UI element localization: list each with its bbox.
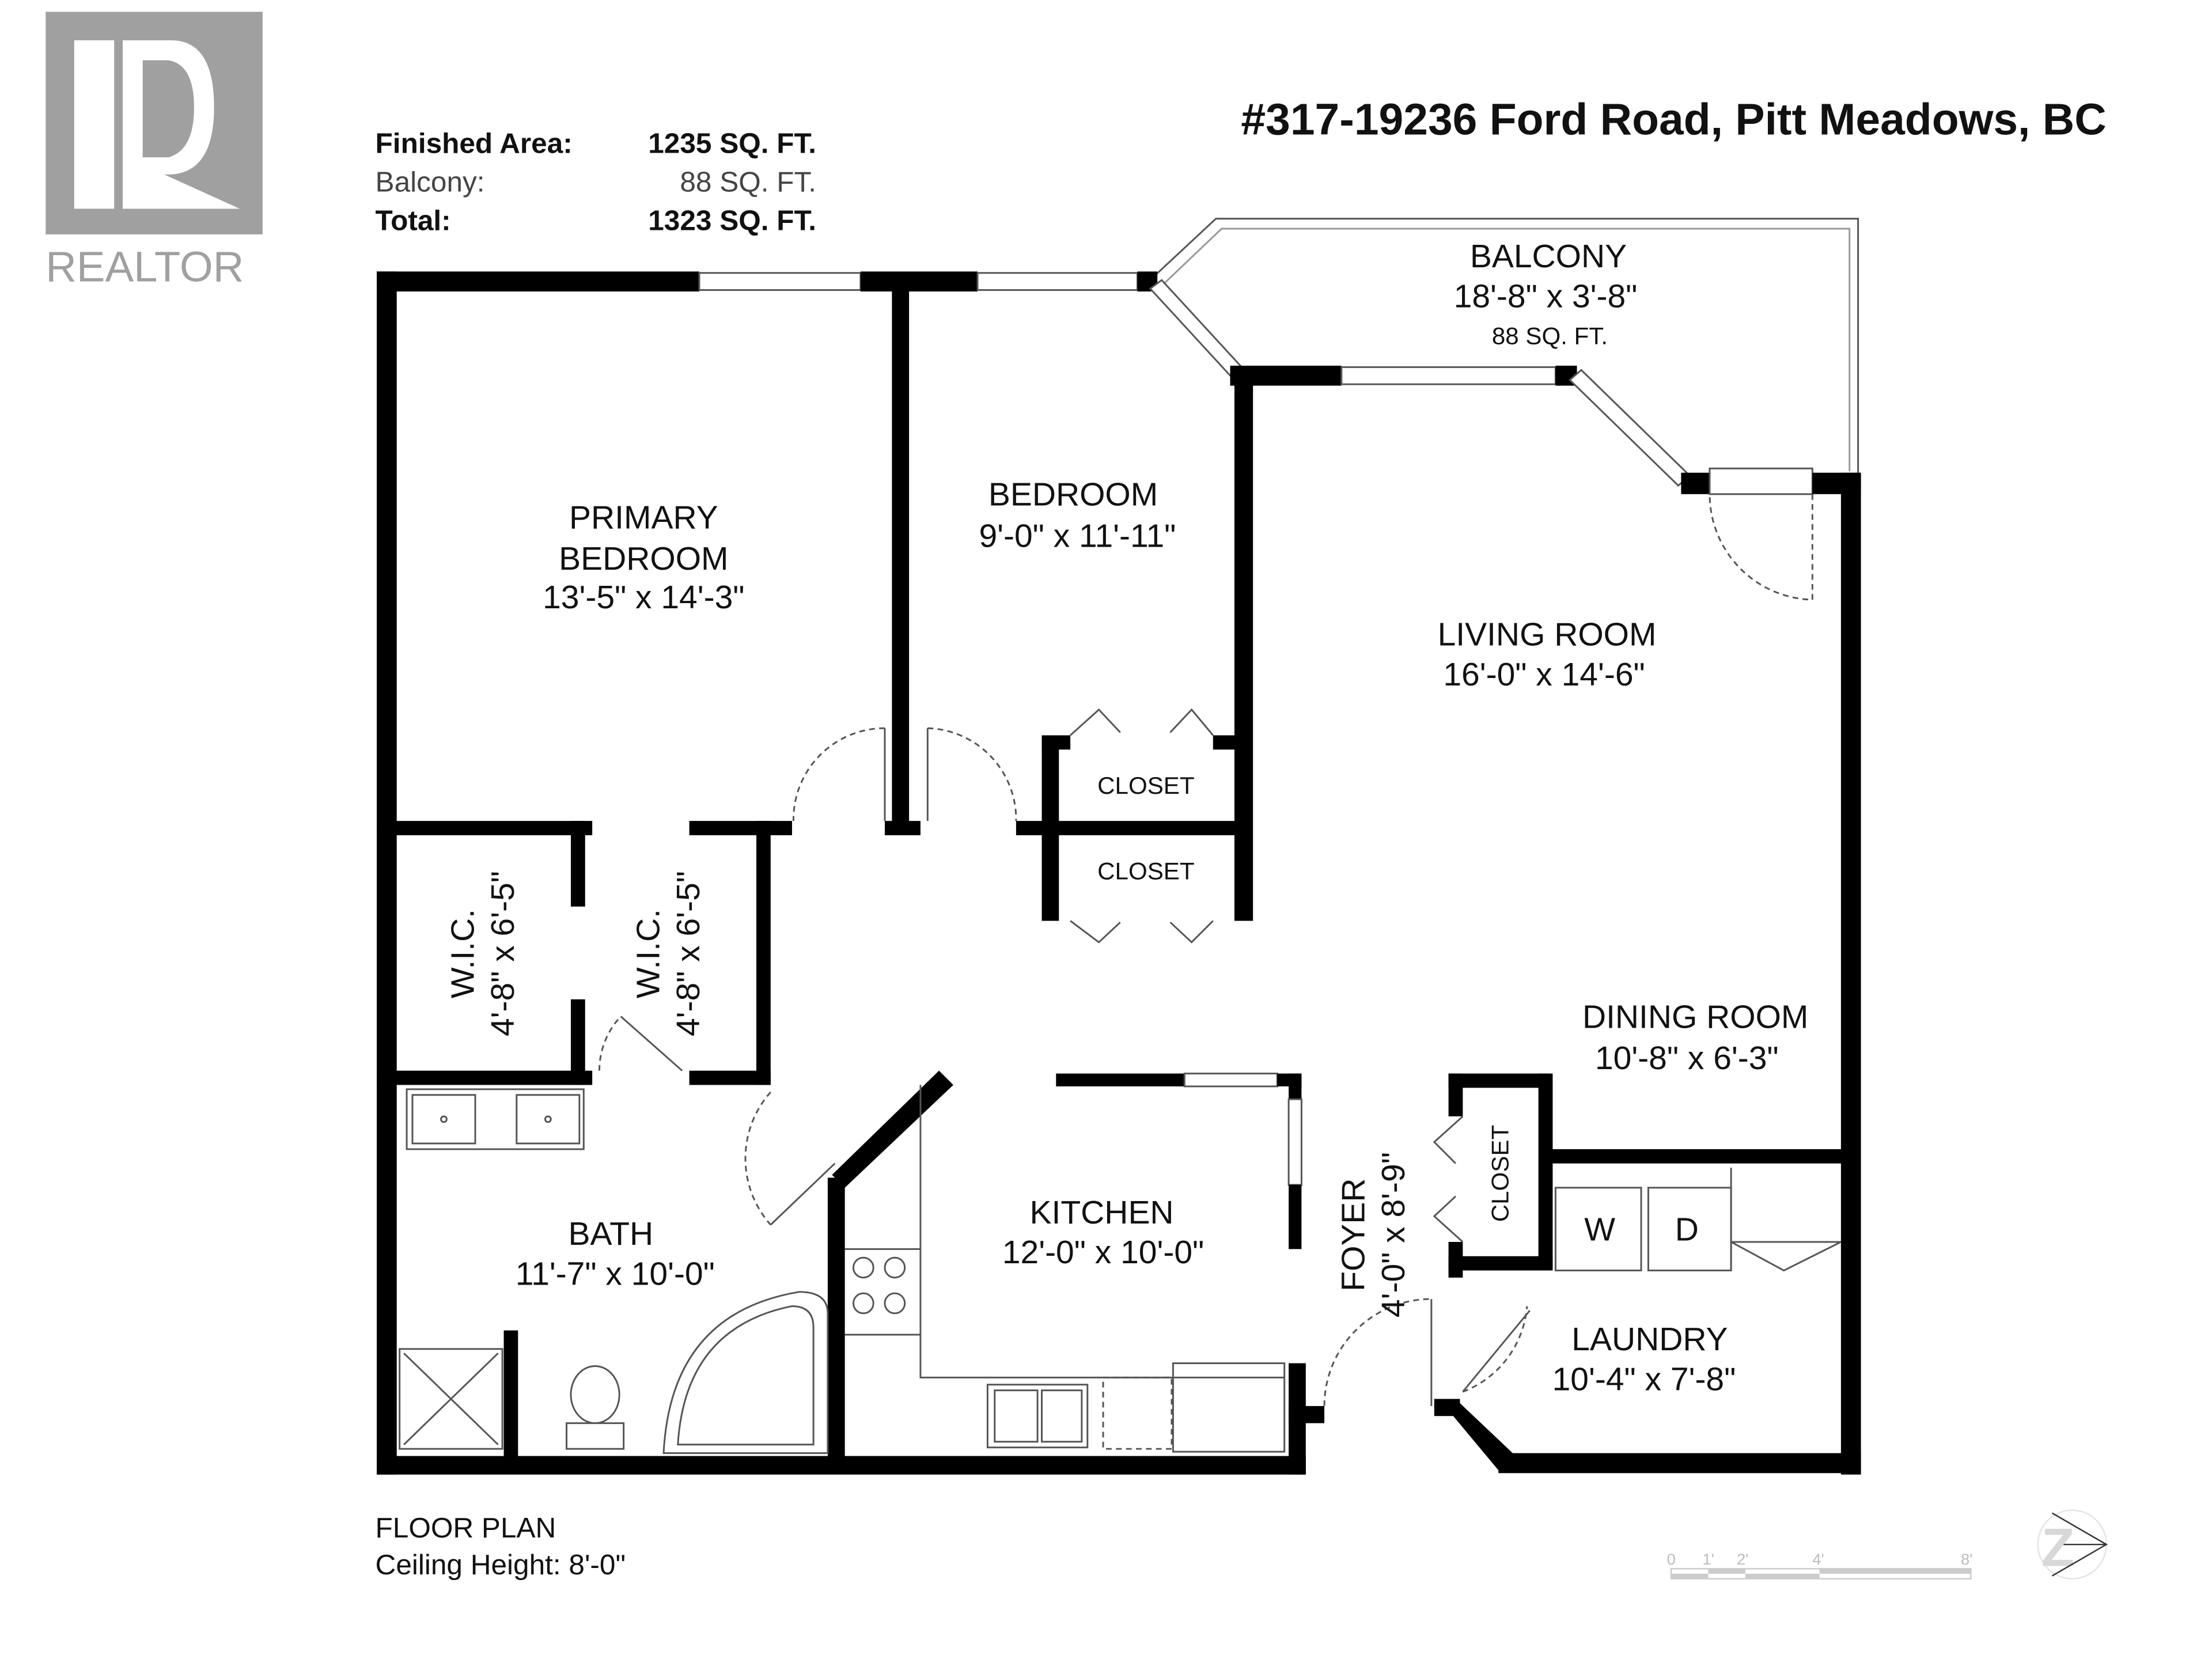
room-laundry: W D LAUNDRY 10'-4" x 7'-8" — [1552, 1211, 1736, 1397]
fixtures — [399, 1085, 1842, 1455]
balcony-outline — [1152, 218, 1859, 475]
room-balcony: BALCONY 18'-8" x 3'-8" 88 SQ. FT. — [1454, 238, 1638, 350]
svg-text:16'-0" x 14'-6": 16'-0" x 14'-6" — [1443, 656, 1645, 693]
svg-text:W: W — [1584, 1211, 1615, 1248]
address-title: #317-19236 Ford Road, Pitt Meadows, BC — [1241, 94, 2106, 144]
svg-text:9'-0" x 11'-11": 9'-0" x 11'-11" — [979, 517, 1176, 554]
north-arrow-icon: Z — [2037, 1509, 2108, 1580]
svg-text:REALTOR: REALTOR — [46, 243, 244, 291]
svg-text:BATH: BATH — [568, 1215, 653, 1252]
room-closet-lower: CLOSET — [1097, 858, 1194, 885]
svg-text:10'-8" x 6'-3": 10'-8" x 6'-3" — [1595, 1040, 1779, 1077]
doors — [599, 494, 1813, 1406]
svg-text:CLOSET: CLOSET — [1487, 1125, 1514, 1222]
svg-text:2': 2' — [1737, 1550, 1748, 1568]
svg-text:BALCONY: BALCONY — [1470, 238, 1627, 275]
svg-text:LAUNDRY: LAUNDRY — [1571, 1321, 1728, 1358]
svg-text:BEDROOM: BEDROOM — [988, 476, 1158, 513]
svg-text:0: 0 — [1667, 1550, 1676, 1568]
svg-text:88 SQ. FT.: 88 SQ. FT. — [680, 166, 816, 198]
room-closet-foyer: CLOSET — [1487, 1125, 1514, 1222]
svg-text:PRIMARY: PRIMARY — [569, 499, 718, 536]
svg-text:18'-8" x 3'-8": 18'-8" x 3'-8" — [1454, 278, 1638, 315]
svg-text:Balcony:: Balcony: — [376, 166, 485, 198]
svg-text:10'-4" x 7'-8": 10'-4" x 7'-8" — [1552, 1361, 1736, 1398]
svg-text:W.I.C.: W.I.C. — [630, 909, 667, 998]
walls — [377, 271, 1861, 1475]
svg-text:8': 8' — [1961, 1550, 1972, 1568]
svg-text:Total:: Total: — [376, 204, 451, 236]
svg-text:W.I.C.: W.I.C. — [445, 909, 482, 998]
svg-text:1235 SQ. FT.: 1235 SQ. FT. — [648, 128, 816, 160]
svg-text:4': 4' — [1812, 1550, 1824, 1568]
room-primary-bedroom: PRIMARY BEDROOM 13'-5" x 14'-3" — [543, 499, 744, 616]
svg-text:12'-0" x 10'-0": 12'-0" x 10'-0" — [1002, 1234, 1204, 1271]
room-closet-upper: CLOSET — [1097, 772, 1194, 799]
area-summary: Finished Area: 1235 SQ. FT. Balcony: 88 … — [376, 128, 817, 237]
svg-text:1323 SQ. FT.: 1323 SQ. FT. — [648, 204, 816, 236]
room-living: LIVING ROOM 16'-0" x 14'-6" — [1438, 616, 1657, 692]
svg-text:FOYER: FOYER — [1335, 1178, 1372, 1291]
svg-text:Finished Area:: Finished Area: — [376, 128, 573, 160]
svg-text:4'-0" x 8'-9": 4'-0" x 8'-9" — [1375, 1152, 1412, 1317]
svg-text:4'-8" x 6'-5": 4'-8" x 6'-5" — [670, 871, 707, 1036]
room-foyer: FOYER 4'-0" x 8'-9" — [1335, 1152, 1411, 1317]
room-wic-right: W.I.C. 4'-8" x 6'-5" — [630, 871, 707, 1036]
svg-text:LIVING ROOM: LIVING ROOM — [1438, 616, 1657, 653]
svg-text:1': 1' — [1703, 1550, 1714, 1568]
ceiling-height: Ceiling Height: 8'-0" — [376, 1549, 626, 1581]
room-bedroom: BEDROOM 9'-0" x 11'-11" — [979, 476, 1176, 555]
svg-text:11'-7" x 10'-0": 11'-7" x 10'-0" — [516, 1255, 715, 1292]
svg-text:DINING ROOM: DINING ROOM — [1582, 998, 1808, 1035]
svg-text:D: D — [1675, 1211, 1699, 1248]
room-bath: BATH 11'-7" x 10'-0" — [516, 1215, 715, 1292]
svg-text:KITCHEN: KITCHEN — [1030, 1194, 1174, 1231]
svg-text:88 SQ. FT.: 88 SQ. FT. — [1492, 323, 1608, 350]
svg-text:BEDROOM: BEDROOM — [559, 540, 728, 577]
room-wic-left: W.I.C. 4'-8" x 6'-5" — [445, 871, 521, 1036]
scale-bar: 0 1' 2' 4' 8' — [1667, 1550, 1972, 1580]
realtor-logo: REALTOR — [46, 12, 263, 291]
svg-text:13'-5" x 14'-3": 13'-5" x 14'-3" — [543, 579, 744, 616]
room-dining: DINING ROOM 10'-8" x 6'-3" — [1582, 998, 1808, 1077]
svg-text:Z: Z — [2041, 1517, 2074, 1577]
floor-plan-title: FLOOR PLAN — [376, 1512, 556, 1544]
room-kitchen: KITCHEN 12'-0" x 10'-0" — [1002, 1194, 1204, 1271]
svg-text:4'-8" x 6'-5": 4'-8" x 6'-5" — [484, 871, 521, 1036]
